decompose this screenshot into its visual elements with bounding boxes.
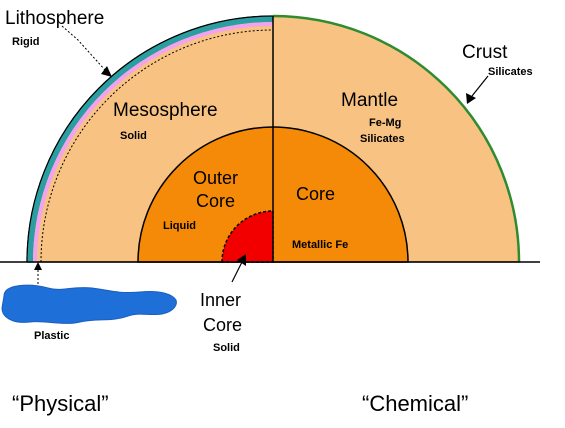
label-core: Core [296,184,335,204]
label-plastic: Plastic [34,330,69,342]
label-mesosphere-solid: Solid [120,130,147,142]
inner-core-arrowhead [237,254,246,266]
label-outer: Outer [193,168,238,188]
label-fe-mg: Fe-Mg [369,117,401,129]
crust-leader [471,75,489,97]
label-rigid: Rigid [12,36,40,48]
label-mantle: Mantle [341,90,398,111]
lithosphere-leader [61,25,106,71]
label-inner-solid: Solid [213,342,240,354]
label-metallic-fe: Metallic Fe [292,239,348,251]
label-lithosphere: Lithosphere [5,8,104,29]
caption-chemical: “Chemical” [362,391,468,416]
label-inner: Inner [200,290,241,310]
crust-outline [272,14,521,263]
label-crust: Crust [462,42,508,63]
inner-core-leader [231,261,243,283]
inner-core-region [221,210,274,263]
outer-outline [26,15,274,263]
label-inner-core: Core [203,315,242,335]
label-liquid: Liquid [163,220,196,232]
asthenosphere-dashed-boundary [40,29,274,263]
label-outer-core: Core [196,191,235,211]
caption-physical: “Physical” [12,391,109,416]
plastic-arrowhead [34,262,42,270]
lithosphere-arrowhead [101,66,112,77]
label-mantle-silicates: Silicates [360,133,405,145]
crust-arrowhead [466,93,476,104]
plastic-blob [1,284,177,324]
label-mesosphere: Mesosphere [113,100,218,121]
label-crust-silicates: Silicates [488,66,533,78]
